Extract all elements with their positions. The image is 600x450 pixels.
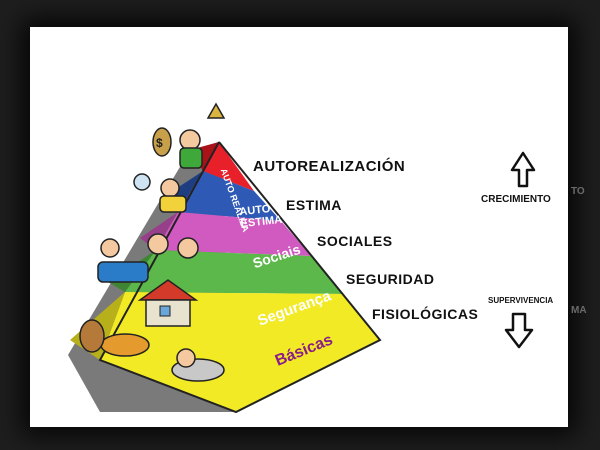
figure-head (177, 237, 199, 259)
level-label-seguridad: SEGURIDAD (346, 271, 435, 287)
money-bag-icon (152, 127, 172, 157)
figure-head (176, 348, 196, 368)
figure-head (179, 129, 201, 151)
arrow-up-icon (510, 151, 536, 188)
level-band-seguridad (125, 250, 343, 294)
svg-text:$: $ (156, 136, 163, 150)
figure-head (147, 233, 169, 255)
figure-body (179, 147, 203, 169)
background-fragment: TO (571, 186, 585, 197)
level-label-estima: ESTIMA (286, 197, 342, 213)
level-label-autorealizacion: AUTOREALIZACIÓN (253, 158, 406, 175)
level-band-estima (178, 171, 281, 221)
background-fragment: MA (571, 305, 587, 316)
survival-label: SUPERVIVENCIA (488, 296, 554, 305)
figure-body (159, 195, 187, 213)
cartoon-climbers-illustration: $ (79, 102, 226, 382)
figure-head (160, 178, 180, 198)
pyramid-outline (98, 141, 382, 414)
magnifier-icon (133, 173, 151, 191)
jug-icon (79, 319, 105, 353)
level-label-fisiologicas: FISIOLÓGICAS (372, 306, 479, 322)
level-band-autorealizacion (203, 142, 254, 191)
figure-body (97, 261, 149, 283)
level-label-sociales: SOCIALES (317, 233, 393, 249)
trophy-icon (206, 102, 226, 119)
food-plate-icon (100, 333, 150, 357)
growth-label: CRECIMIENTO (481, 194, 551, 205)
house-window (159, 305, 171, 317)
arrow-down-icon (504, 312, 534, 349)
figure-head (100, 238, 120, 258)
